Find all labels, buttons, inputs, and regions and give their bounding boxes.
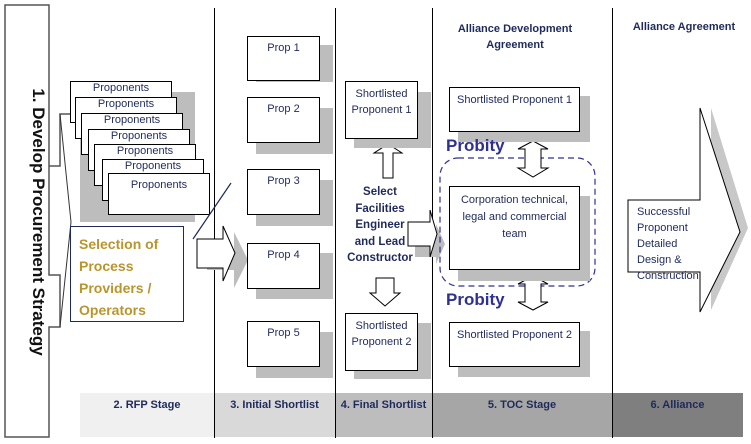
up-arrow [372,143,404,179]
proponent-label: Proponents [103,114,161,126]
select-label: Select Facilities Engineer and Lead Cons… [344,184,416,267]
double-arrow-top [516,140,550,178]
alliance-arrow-label: Successful Proponent Detailed Design & C… [637,204,711,284]
stage-band-final-shortlist: 4. Final Shortlist [335,393,432,437]
alliance-header-text: Alliance Agreement [632,21,736,33]
prop-label: Prop 1 [267,42,300,54]
proponent-label: Proponents [110,130,168,142]
stage-label: 5. TOC Stage [487,399,557,411]
stage-label: 6. Alliance [650,399,705,411]
shortlisted-proponent-2: Shortlisted Proponent 2 [345,313,418,371]
prop-card: Prop 2 [247,97,320,143]
double-arrow-bottom [517,275,549,311]
proponent-card: Proponents [108,173,210,215]
stage-label: 4. Final Shortlist [340,399,427,411]
proponent-label: Proponents [124,160,182,172]
toc-proponent-label: Shortlisted Proponent 1 [457,94,572,106]
corporation-team-box: Corporation technical, legal and commerc… [449,186,580,270]
shortlisted-label: Shortlisted Proponent 2 [351,320,412,348]
down-arrow [368,277,402,307]
probity-label-top: Probity [446,136,505,155]
stage-band-initial-shortlist: 3. Initial Shortlist [214,393,335,437]
column-divider [335,8,336,438]
select-text: Select Facilities Engineer and Lead Cons… [347,186,413,264]
alliance-arrow-text: Successful Proponent Detailed Design & C… [637,206,699,282]
final-arrow [407,209,438,258]
proponent-label: Proponents [116,145,174,157]
prop-label: Prop 4 [267,249,300,261]
prop-card: Prop 3 [247,169,320,215]
selection-box: Selection of Process Providers / Operato… [70,226,184,322]
stage-band-toc: 5. TOC Stage [432,393,612,437]
corporation-team-label: Corporation technical, legal and commerc… [460,194,568,240]
diagonal-line [192,182,232,240]
toc-proponent-label: Shortlisted Proponent 2 [457,329,572,341]
probity-region [439,157,596,287]
proponent-label: Proponents [97,98,155,110]
proponent-label: Proponents [130,179,188,191]
probity-label-bottom: Probity [446,290,505,309]
prop-card: Prop 5 [247,321,320,367]
alliance-arrow [627,107,741,313]
shortlisted-proponent-1: Shortlisted Proponent 1 [345,81,418,139]
stage-label: 3. Initial Shortlist [230,399,319,411]
toc-header: Alliance Development Agreement [440,21,590,53]
alliance-header: Alliance Agreement [620,21,748,33]
column-divider [214,8,215,438]
toc-shortlisted-proponent-2: Shortlisted Proponent 2 [449,322,580,367]
stage-label: 2. RFP Stage [113,399,181,411]
prop-label: Prop 5 [267,327,300,339]
stage-band-alliance: 6. Alliance [612,393,743,437]
column-divider [612,8,613,438]
proponent-label: Proponents [92,82,150,94]
toc-header-text: Alliance Development Agreement [457,23,573,51]
prop-label: Prop 2 [267,103,300,115]
prop-label: Prop 3 [267,175,300,187]
prop-card: Prop 4 [247,243,320,289]
toc-shortlisted-proponent-1: Shortlisted Proponent 1 [449,87,580,132]
rfp-arrow [196,225,236,282]
stage-band-rfp: 2. RFP Stage [80,393,214,437]
shortlisted-label: Shortlisted Proponent 1 [351,88,412,116]
selection-label: Selection of Process Providers / Operato… [79,236,159,318]
prop-card: Prop 1 [247,36,320,81]
